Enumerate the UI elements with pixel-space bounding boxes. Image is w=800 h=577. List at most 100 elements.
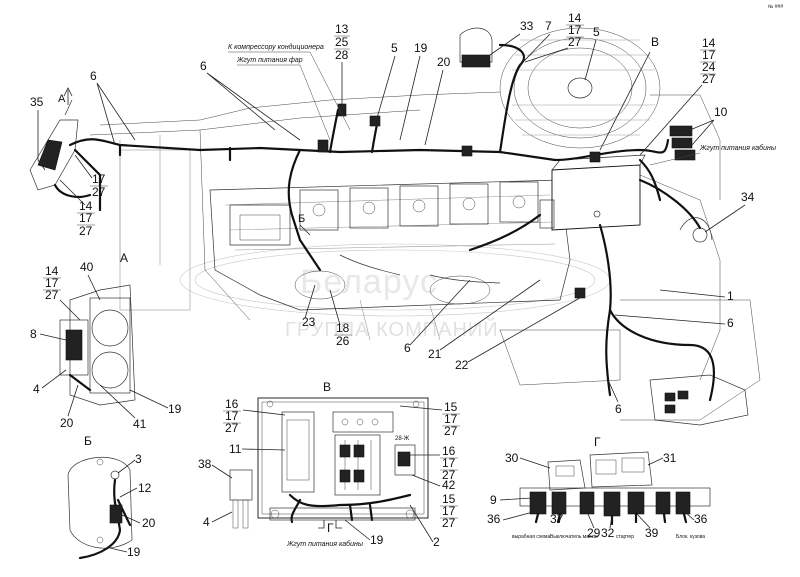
callout-36-b: 36 (694, 512, 708, 526)
watermark-tagline: ГРУППА КОМПАНИЙ (285, 317, 499, 341)
callout-37: 37 (550, 512, 564, 526)
section-g-title: Г (594, 435, 601, 449)
note-cab-harness-bottom: Жгут питания кабины (286, 540, 364, 548)
callout-12: 12 (138, 481, 152, 495)
watermark: Беларус ГРУППА КОМПАНИЙ (179, 243, 611, 341)
callout-22: 22 (455, 358, 469, 372)
note-compressor: К компрессору кондиционера (228, 43, 324, 51)
callout-21: 21 (428, 347, 442, 361)
callout-32: 32 (601, 526, 615, 540)
callout-29: 29 (587, 526, 601, 540)
view-b: Б 3 12 20 19 (67, 434, 156, 560)
callout-19-a: 19 (414, 41, 428, 55)
callout-27-a: 27 (568, 35, 582, 49)
callout-27-b: 27 (702, 72, 716, 86)
callout-14-b: 14 (702, 36, 716, 50)
callout-6-d: 6 (727, 316, 734, 330)
callout-15-b: 15 (442, 492, 456, 506)
callout-3: 3 (135, 452, 142, 466)
section-g: Г 30 31 9 36 37 29 32 3 (487, 435, 711, 540)
tag-mass-switch: Выключатель массы (550, 534, 598, 540)
tag-cab-block: Блок. кузова (676, 534, 705, 540)
view-b-arrow-label: Б (298, 213, 305, 225)
callout-17-f: 17 (225, 409, 239, 423)
callout-42: 42 (442, 478, 456, 492)
callout-20-c: 20 (142, 516, 156, 530)
callout-13: 13 (335, 22, 349, 36)
callout-7: 7 (545, 19, 552, 33)
view-a-arrow-label: А (58, 93, 66, 105)
fuse-box-label: 28-Ж (395, 436, 410, 442)
callout-11: 11 (229, 442, 242, 456)
section-g1-label: Г (327, 521, 334, 535)
callout-27-c: 27 (92, 185, 106, 199)
callout-8: 8 (30, 327, 37, 341)
view-v-arrow-label: В (651, 35, 659, 49)
callout-14-a: 14 (568, 11, 582, 25)
callout-26: 26 (336, 334, 350, 348)
callout-10: 10 (714, 105, 728, 119)
callout-5-a: 5 (391, 41, 398, 55)
tag-36-a: вырабная схема (512, 534, 550, 540)
callout-17-d: 17 (79, 211, 93, 225)
callout-6-c: 6 (404, 341, 411, 355)
note-cab-harness-right: Жгут питания кабины (699, 144, 777, 152)
view-v: В 28-Ж Г 16 17 27 (198, 380, 460, 549)
engine-main-view (29, 27, 761, 426)
callout-30: 30 (505, 451, 519, 465)
callout-4-b: 4 (203, 515, 210, 529)
callout-35: 35 (30, 95, 44, 109)
callout-28: 28 (335, 48, 349, 62)
callout-23: 23 (302, 315, 316, 329)
note-headlight-harness: Жгут питания фар (236, 57, 303, 64)
callout-41: 41 (133, 417, 147, 431)
callout-2: 2 (433, 535, 440, 549)
main-callouts: 35 А 6 6 К компрессору кондиционера Жгут… (30, 11, 777, 416)
callout-9: 9 (490, 493, 497, 507)
callout-39: 39 (645, 526, 659, 540)
callout-27-h: 27 (442, 468, 456, 482)
callout-36-a: 36 (487, 512, 501, 526)
callout-27-g: 27 (444, 424, 458, 438)
callout-4-a: 4 (33, 382, 40, 396)
callout-15-a: 15 (444, 400, 458, 414)
callout-6-a: 6 (90, 69, 97, 83)
callout-17-a: 17 (568, 23, 582, 37)
callout-19-b: 19 (168, 402, 182, 416)
callout-17-c: 17 (92, 172, 106, 186)
harness-main (68, 138, 557, 162)
callout-17-e: 17 (45, 276, 59, 290)
callout-17-i: 17 (442, 504, 456, 518)
corner-mark: № ### (768, 4, 783, 10)
callout-17-h: 17 (442, 456, 456, 470)
callout-6-e: 6 (615, 402, 622, 416)
callout-19-c: 19 (370, 533, 384, 547)
watermark-brand: Беларус (300, 263, 438, 301)
callout-1: 1 (727, 289, 734, 303)
callout-27-i: 27 (442, 516, 456, 530)
callout-27-f: 27 (225, 421, 239, 435)
view-a-title: А (120, 251, 128, 265)
view-v-title: В (323, 380, 331, 394)
callout-14-d: 14 (45, 264, 59, 278)
callout-34: 34 (741, 190, 755, 204)
callout-16-a: 16 (225, 397, 239, 411)
callout-18: 18 (336, 321, 350, 335)
callout-19-d: 19 (127, 545, 141, 559)
callout-16-b: 16 (442, 444, 456, 458)
callout-20-b: 20 (60, 416, 74, 430)
callout-27-d: 27 (79, 224, 93, 238)
callout-17-b: 17 (702, 48, 716, 62)
callout-20-a: 20 (437, 55, 451, 69)
view-b-title: Б (84, 434, 92, 448)
tag-starter: стартер (616, 534, 634, 540)
view-a: А 14 17 27 40 8 4 20 41 19 (30, 251, 182, 431)
callout-6-b: 6 (200, 59, 207, 73)
callout-17-g: 17 (444, 412, 458, 426)
callout-33: 33 (520, 19, 534, 33)
callout-24: 24 (702, 60, 716, 74)
callout-40: 40 (80, 260, 94, 274)
callout-38: 38 (198, 457, 212, 471)
